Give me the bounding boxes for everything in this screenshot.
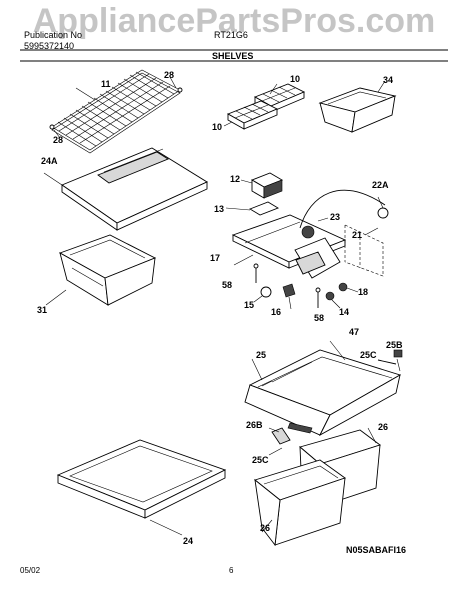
watermark-text: AppliancePartsPros.com: [32, 2, 436, 40]
callout-25c-top: 25C: [360, 350, 377, 360]
footer-date: 05/02: [20, 566, 41, 575]
callout-18: 18: [358, 287, 369, 297]
callout-11: 11: [101, 79, 111, 89]
callout-58-right: 58: [314, 313, 325, 323]
callout-15: 15: [244, 300, 255, 310]
diagram-code: N05SABAFI16: [346, 545, 407, 555]
callout-24a: 24A: [41, 156, 58, 166]
door-bin-drawing: [318, 80, 397, 133]
callout-28-bottom: 28: [53, 135, 64, 145]
callout-21: 21: [352, 230, 363, 240]
callout-58-left: 58: [222, 280, 233, 290]
publication-label: Publication No: [24, 30, 83, 40]
callout-22a: 22A: [372, 180, 389, 190]
callout-10-top: 10: [290, 74, 301, 84]
callout-17: 17: [210, 253, 221, 263]
callout-23: 23: [330, 212, 341, 222]
crisper-cover-drawing: [43, 147, 208, 231]
publication-number: 5995372140: [24, 41, 75, 51]
control-housing-drawing: [225, 172, 389, 310]
callout-47: 47: [349, 327, 360, 337]
callout-26-bottom: 26: [260, 523, 271, 533]
callout-24: 24: [183, 536, 194, 546]
callout-26b-bottom: 26B: [246, 420, 263, 430]
callout-12: 12: [230, 174, 241, 184]
callout-28-top: 28: [164, 70, 175, 80]
callout-25b-top: 25B: [386, 340, 403, 350]
callout-10-bottom: 10: [212, 122, 223, 132]
shelf-bracket-drawing: [268, 427, 291, 456]
bottom-shelf-drawing: [56, 439, 227, 536]
callout-34: 34: [383, 75, 394, 85]
callout-16: 16: [271, 307, 282, 317]
callout-25c-bottom: 25C: [252, 455, 269, 465]
crisper-drawer-drawing: [45, 234, 157, 306]
glass-shelf-drawing: [244, 340, 403, 437]
callout-25: 25: [256, 350, 267, 360]
section-title: SHELVES: [212, 51, 254, 61]
ice-trays-drawing: [223, 83, 306, 130]
model-number: RT21G6: [214, 30, 248, 40]
callout-26-top: 26: [378, 422, 389, 432]
callout-31: 31: [37, 305, 48, 315]
wire-shelf-drawing: [49, 69, 183, 154]
footer-page-number: 6: [229, 566, 234, 575]
callout-14: 14: [339, 307, 350, 317]
lower-drawers-drawing: [254, 427, 381, 547]
callout-13: 13: [214, 204, 225, 214]
